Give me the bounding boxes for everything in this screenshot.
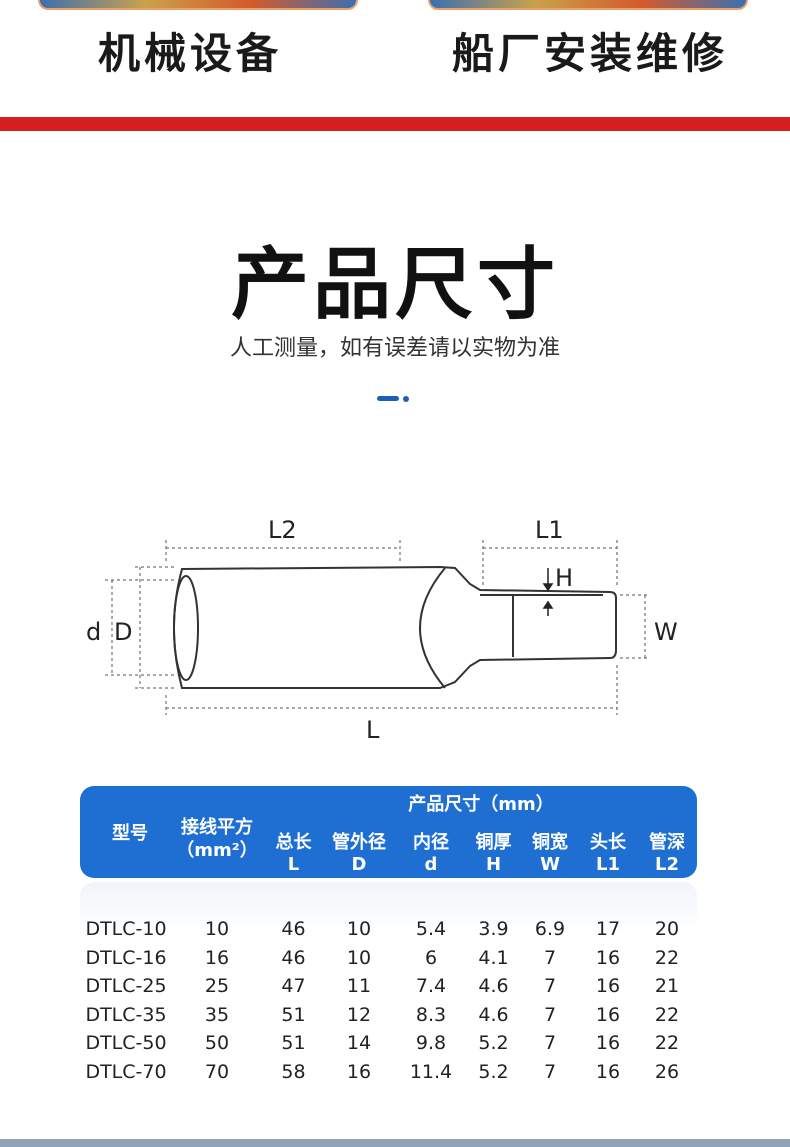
table-cell: 26 <box>654 1060 680 1083</box>
column-header-name: 管深 <box>649 832 685 853</box>
mechanical-equipment-image <box>38 0 358 10</box>
table-cell: 7 <box>543 946 557 969</box>
table-cell: 50 <box>204 1032 230 1054</box>
header-area-line2: （mm²） <box>176 840 258 861</box>
label-D: D <box>114 618 132 646</box>
label-d: d <box>86 618 101 646</box>
column-header-name: 总长 <box>275 832 312 853</box>
column-header-name: 头长 <box>590 832 626 853</box>
column-header-symbol: d <box>424 854 438 875</box>
footer-bar <box>0 1139 790 1147</box>
table-cell: 7 <box>543 975 557 997</box>
table-cell: 7 <box>543 1003 557 1026</box>
cell-model: DTLC-50 <box>85 1032 167 1054</box>
table-cell: 20 <box>654 918 680 940</box>
label-L2: L2 <box>268 516 297 544</box>
table-cell: 7 <box>543 1032 557 1054</box>
label-W: W <box>654 618 678 646</box>
cell-model: DTLC-70 <box>85 1060 167 1083</box>
column-header-name: 内径 <box>413 832 449 853</box>
table-cell: 51 <box>281 1003 306 1026</box>
section-title: 产品尺寸 <box>230 240 559 330</box>
column-header-symbol: W <box>540 854 560 875</box>
table-cell: 4.6 <box>478 975 509 997</box>
table-cell: 6 <box>424 946 438 969</box>
table-cell: 70 <box>204 1060 230 1083</box>
label-L: L <box>366 716 380 744</box>
table-cell: 16 <box>595 1032 621 1054</box>
table-cell: 46 <box>281 946 306 969</box>
shipyard-image <box>428 0 748 10</box>
column-header-symbol: L2 <box>655 854 679 875</box>
table-cell: 7 <box>543 1060 557 1083</box>
column-header-name: 铜宽 <box>532 832 568 853</box>
table-cell: 5.2 <box>478 1060 509 1083</box>
table-cell: 16 <box>595 1003 621 1026</box>
table-cell: 16 <box>346 1060 372 1083</box>
label-L1: L1 <box>535 516 564 544</box>
table-cell: 11.4 <box>409 1060 453 1083</box>
accent-dash <box>377 396 399 401</box>
table-cell: 17 <box>595 918 621 940</box>
header-model: 型号 <box>112 823 148 844</box>
cell-model: DTLC-25 <box>85 975 167 997</box>
column-header-symbol: H <box>485 854 502 875</box>
table-cell: 11 <box>346 975 372 997</box>
column-header-symbol: D <box>351 854 367 875</box>
cell-model: DTLC-16 <box>85 946 167 969</box>
table-cell: 10 <box>346 946 372 969</box>
divider-bar <box>0 117 790 131</box>
header-group: 产品尺寸（mm） <box>408 794 554 815</box>
table-cell: 35 <box>204 1003 230 1026</box>
label-H: H <box>555 564 573 592</box>
table-cell: 9.8 <box>415 1032 447 1054</box>
table-cell: 16 <box>204 946 230 969</box>
table-cell: 58 <box>281 1060 306 1083</box>
cell-model: DTLC-35 <box>85 1003 167 1026</box>
table-cell: 22 <box>654 946 680 969</box>
table-cell: 16 <box>595 1060 621 1083</box>
table-cell: 51 <box>281 1032 306 1054</box>
table-cell: 3.9 <box>478 918 509 940</box>
table-cell: 16 <box>595 975 621 997</box>
table-cell: 16 <box>595 946 621 969</box>
header-area-line1: 接线平方 <box>181 817 253 838</box>
table-cell: 6.9 <box>534 918 566 940</box>
category-shipyard: 船厂安装维修 <box>451 29 728 78</box>
table-cell: 21 <box>654 975 680 997</box>
column-header-symbol: L <box>287 854 300 875</box>
table-cell: 4.6 <box>478 1003 509 1026</box>
table-cell: 14 <box>346 1032 372 1054</box>
table-cell: 25 <box>204 975 230 997</box>
table-cell: 12 <box>346 1003 372 1026</box>
dimension-diagram: L2 L1 H d D W L <box>86 516 678 744</box>
table-cell: 47 <box>281 975 306 997</box>
accent-dot <box>403 396 409 402</box>
table-cell: 22 <box>654 1032 680 1054</box>
table-cell: 8.3 <box>415 1003 447 1026</box>
table-cell: 46 <box>281 918 306 940</box>
table-cell: 10 <box>346 918 372 940</box>
cell-model: DTLC-10 <box>85 918 167 940</box>
table-cell: 7.4 <box>415 975 447 997</box>
table-cell: 22 <box>654 1003 680 1026</box>
table-cell: 4.1 <box>478 946 509 969</box>
category-mechanical: 机械设备 <box>97 29 282 78</box>
table-cell: 5.4 <box>415 918 447 940</box>
section-subtitle: 人工测量，如有误差请以实物为准 <box>229 336 560 361</box>
column-header-name: 铜厚 <box>475 832 512 853</box>
column-header-name: 管外径 <box>332 832 386 853</box>
table-cell: 10 <box>204 918 230 940</box>
table-cell: 5.2 <box>478 1032 509 1054</box>
column-header-symbol: L1 <box>596 854 620 875</box>
